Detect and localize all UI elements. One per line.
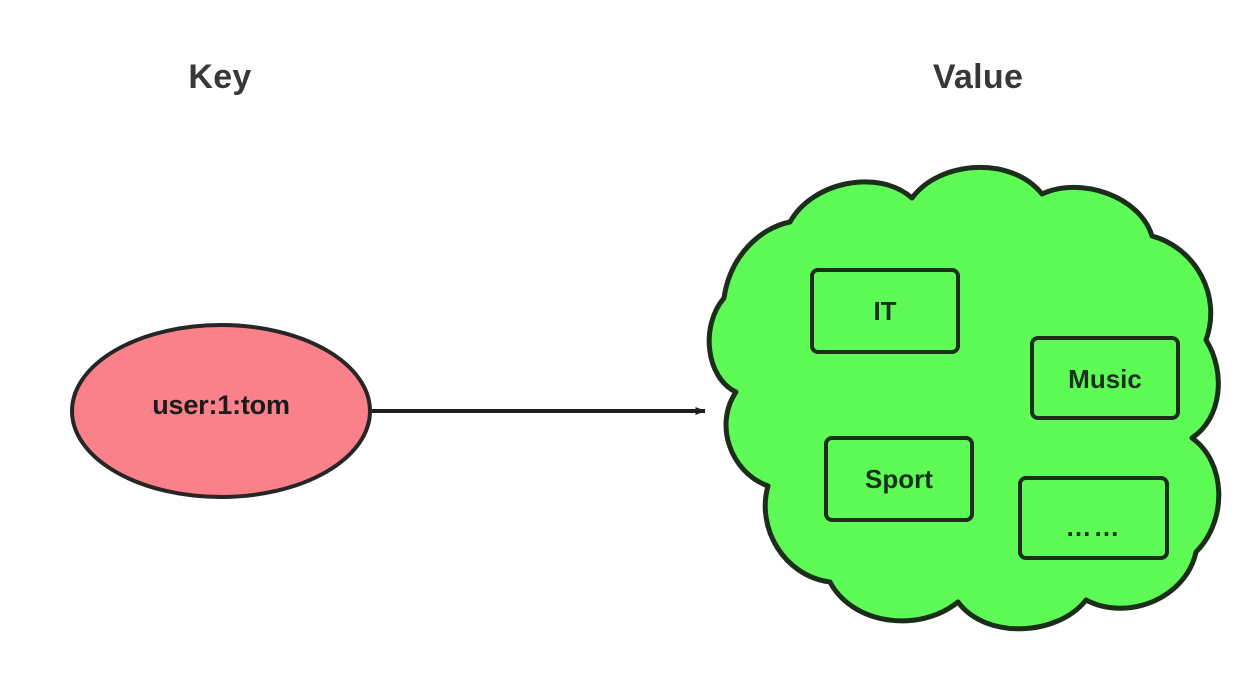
value-item-box-it [810,268,960,354]
key-ellipse-shape [70,323,372,499]
value-item-box-more [1018,476,1169,560]
value-item-label-music: Music [1068,364,1142,394]
value-item-label-more: …… [1065,512,1122,542]
value-item-box-music [1030,336,1180,420]
key-node-label: user:1:tom [152,390,290,420]
key-column-title: Key [188,58,252,96]
value-item-label-sport: Sport [865,464,933,494]
value-column-title: Value [932,58,1024,96]
value-item-box-sport [824,436,974,522]
value-item-label-it: IT [873,296,897,326]
